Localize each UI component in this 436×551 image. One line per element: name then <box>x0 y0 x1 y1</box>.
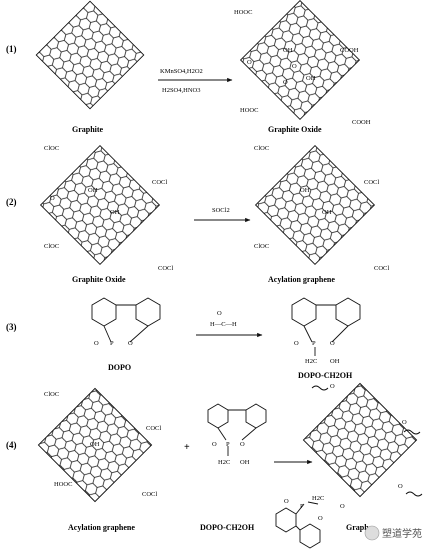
go2-group-oh-1: OH <box>88 187 98 194</box>
dopo3-atom-o-ring: O <box>240 441 245 448</box>
gg-group-o-right: O <box>402 419 407 426</box>
graphite-label: Graphite <box>72 125 104 134</box>
go1-group-hooc-bottom: HOOC <box>240 107 258 114</box>
ag2-group-cocl-right: COCl <box>146 425 161 432</box>
dopo-molecule <box>91 297 161 343</box>
gg-atom-p: P <box>300 503 304 510</box>
wavy-bond-right <box>403 429 421 435</box>
go1-group-o-3: O <box>283 79 288 86</box>
wavy-bond-bottom <box>405 491 423 497</box>
reagent-3: H—C—H <box>210 321 237 328</box>
go2-group-cloc-bottom: ClOC <box>44 243 59 250</box>
acylation-graphene-label-2: Acylation graphene <box>68 523 135 532</box>
ag2-group-oh: OH <box>90 441 100 448</box>
go2-group-cocl-right: COCl <box>152 179 167 186</box>
ag1-group-cloc-top: ClOC <box>254 145 269 152</box>
dopo-label: DOPO <box>108 363 131 372</box>
ag1-group-oh-2: OH <box>322 209 332 216</box>
go2-group-oh-2: OH <box>110 209 120 216</box>
dopo2-atom-o-ring: O <box>330 340 335 347</box>
dopo-ch2oh-label-2: DOPO-CH2OH <box>200 523 255 532</box>
graphite-oxide-label-1: Graphite Oxide <box>268 125 322 134</box>
go1-group-oh-2: OH <box>306 75 316 82</box>
ag2-group-cloc: ClOC <box>44 391 59 398</box>
dopo3-atom-p: P <box>226 441 230 448</box>
watermark: 塑道学苑 <box>364 525 422 541</box>
go1-group-oh-1: OH <box>283 47 293 54</box>
gg-group-h2c: H2C <box>312 495 324 502</box>
acylation-graphene-sheet-2 <box>37 387 153 503</box>
ag1-group-oh-1: OH <box>300 187 310 194</box>
dopo2-atom-oh: OH <box>330 358 340 365</box>
ag1-group-cloc-bottom: ClOC <box>254 243 269 250</box>
reagent-1-bottom: H2SO4,HNO3 <box>162 87 200 94</box>
gg-group-o-bottom: O <box>398 483 403 490</box>
graphite-oxide-label-2: Graphite Oxide <box>72 275 126 284</box>
ag2-group-hooc: HOOC <box>54 481 72 488</box>
dopo3-atom-oh: OH <box>240 459 250 466</box>
dopo2-atom-h2c: H2C <box>305 358 317 365</box>
gg-atom-o: O <box>284 498 289 505</box>
grafted-product-label: Graph <box>346 523 369 532</box>
step-3-label: (3) <box>6 322 17 332</box>
dopo-atom-p: P <box>110 340 114 347</box>
dopo-atom-o-ring: O <box>128 340 133 347</box>
dopo-atom-o-double: O <box>94 340 99 347</box>
dopo-ch2oh-label-1: DOPO-CH2OH <box>298 371 353 380</box>
gg-atom-o-ring: O <box>318 515 323 522</box>
go1-group-cooh-bottom: COOH <box>352 119 371 126</box>
dopo3-atom-h2c: H2C <box>218 459 230 466</box>
go1-group-hooc-top: HOOC <box>234 9 252 16</box>
dopo2-atom-o-double: O <box>294 340 299 347</box>
ag1-group-cocl-right: COCl <box>364 179 379 186</box>
dopo-ch2oh-molecule <box>291 297 361 356</box>
wavy-bond-top <box>311 385 329 391</box>
watermark-logo-icon <box>364 525 380 541</box>
graphite-oxide-sheet <box>239 0 361 121</box>
plus-sign: + <box>184 442 190 453</box>
dopo3-atom-o: O <box>212 441 217 448</box>
step-1-label: (1) <box>6 44 17 54</box>
reagent-3-oxygen: O <box>217 310 222 317</box>
ag2-group-cocl-bottom: COCl <box>142 491 157 498</box>
go1-group-o-2: O <box>292 63 297 70</box>
graphite-sheet <box>35 0 145 110</box>
graphite-oxide-sheet-2 <box>39 144 161 266</box>
reagent-1-top: KMnSO4,H2O2 <box>160 68 203 75</box>
go2-group-cocl-bottom: COCl <box>158 265 173 272</box>
grafted-graphene-sheet <box>302 382 418 498</box>
step-4-label: (4) <box>6 440 17 450</box>
go1-group-cooh-right: COOH <box>340 47 359 54</box>
watermark-text: 塑道学苑 <box>382 527 422 540</box>
gg-group-o-top: O <box>330 383 335 390</box>
step-2-label: (2) <box>6 197 17 207</box>
go2-group-cloc-top: ClOC <box>44 145 59 152</box>
grafted-dopo-unit <box>275 501 321 549</box>
gg-group-o-link: O <box>340 503 345 510</box>
acylation-graphene-sheet-1 <box>254 144 376 266</box>
dopo-ch2oh-molecule-2 <box>207 403 267 456</box>
reagent-2: SOCl2 <box>212 207 230 214</box>
dopo2-atom-p: P <box>312 340 316 347</box>
go1-group-o-1: O <box>247 59 252 66</box>
acylation-graphene-label-1: Acylation graphene <box>268 275 335 284</box>
ag1-group-cocl-bottom: COCl <box>374 265 389 272</box>
go2-group-o: O <box>50 195 55 202</box>
